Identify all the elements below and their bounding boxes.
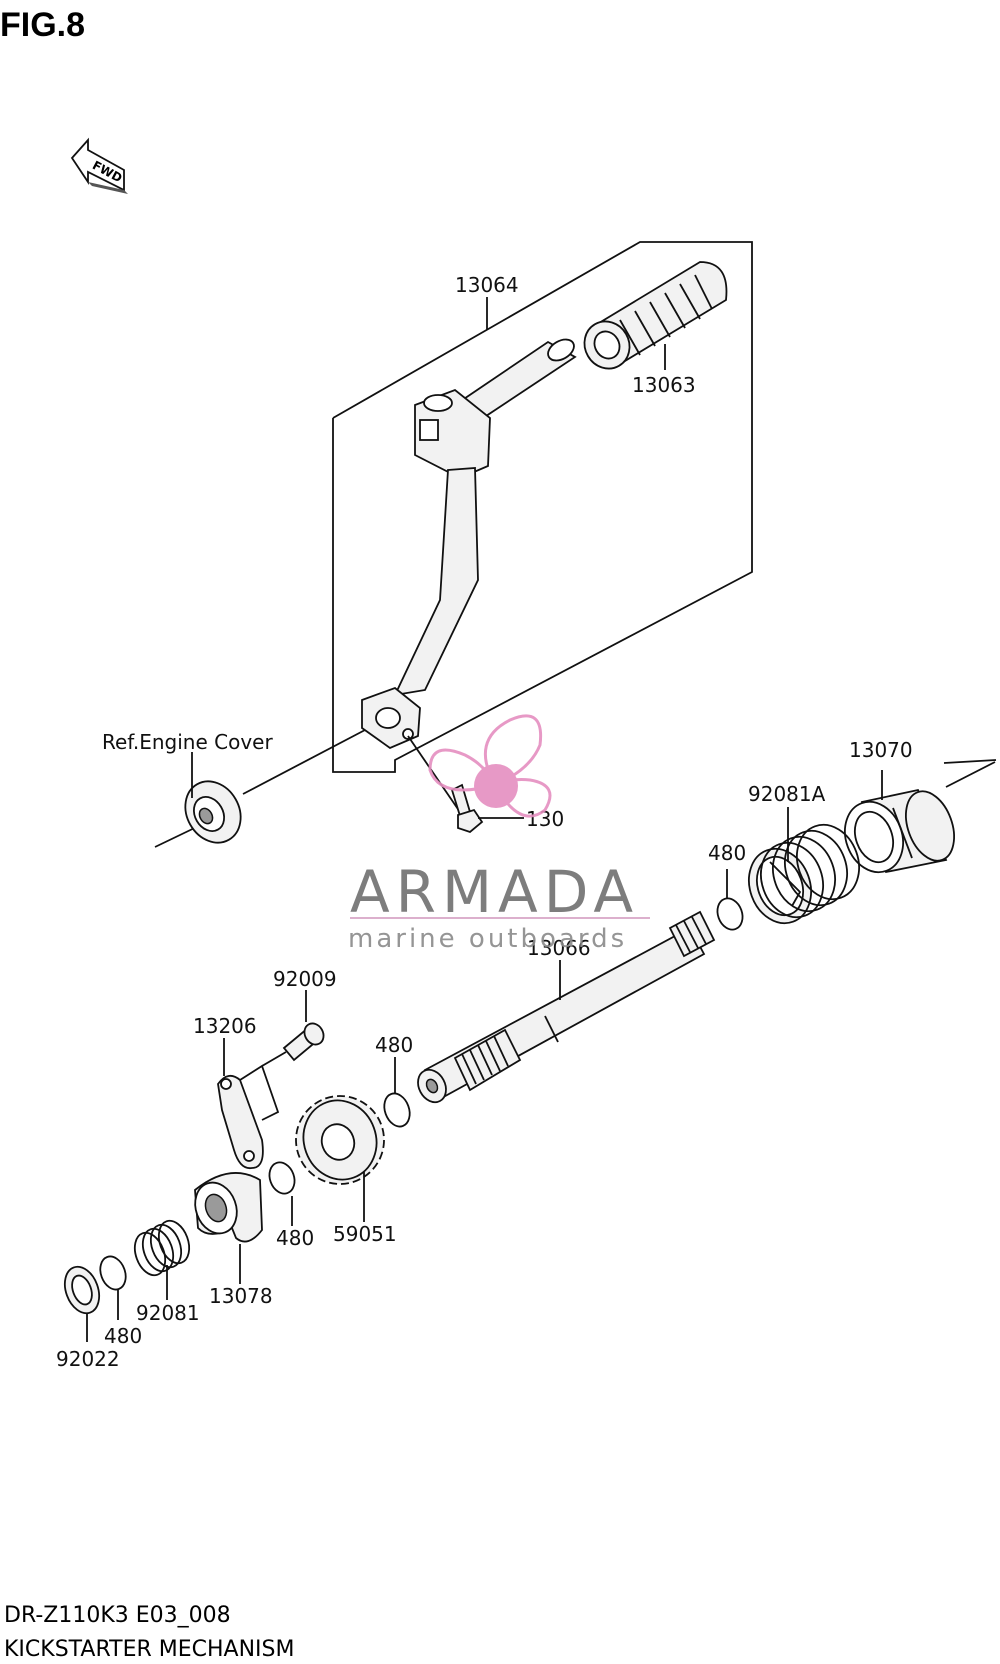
- label-13063: 13063: [632, 373, 696, 397]
- label-92081A: 92081A: [748, 782, 826, 806]
- label-13064: 13064: [455, 273, 519, 297]
- kick-gear: [295, 1095, 385, 1185]
- fwd-arrow-icon: FWD: [70, 137, 128, 194]
- watermark-tagline: marine outboards: [348, 924, 627, 954]
- model-code: DR-Z110K3 E03_008: [4, 1603, 231, 1628]
- pedal-rubber: [583, 261, 728, 370]
- label-480-end: 480: [104, 1324, 142, 1348]
- label-13070: 13070: [849, 738, 913, 762]
- pin: [261, 1022, 325, 1067]
- circlip-lower: [268, 1161, 296, 1195]
- label-92009: 92009: [273, 967, 337, 991]
- label-13206: 13206: [193, 1014, 257, 1038]
- watermark-brand: ARMADA: [350, 858, 639, 926]
- armada-watermark: ARMADA marine outboards: [348, 714, 650, 954]
- circlip-end: [99, 1255, 127, 1291]
- kick-spring-a: [748, 823, 860, 925]
- spring: [133, 1219, 191, 1277]
- label-480-lower: 480: [276, 1226, 314, 1250]
- label-92022: 92022: [56, 1347, 120, 1371]
- label-480-upper: 480: [708, 841, 746, 865]
- label-480-mid: 480: [375, 1033, 413, 1057]
- guide-sleeve: [844, 788, 955, 874]
- circlip-mid: [383, 1092, 411, 1128]
- label-ref-engine-cover: Ref.Engine Cover: [102, 730, 273, 754]
- section-name: KICKSTARTER MECHANISM: [4, 1637, 294, 1662]
- kick-pedal: [361, 338, 577, 750]
- kick-shaft: [417, 910, 716, 1104]
- label-92081: 92081: [136, 1301, 200, 1325]
- ratchet: [194, 1172, 263, 1243]
- washer: [63, 1265, 101, 1315]
- leader-lines: [86, 297, 883, 1342]
- label-59051: 59051: [333, 1222, 397, 1246]
- oil-seal: [184, 780, 242, 844]
- circlip-upper: [716, 897, 744, 931]
- stopper-plate: [217, 1064, 280, 1170]
- figure-title: FIG.8: [0, 6, 85, 44]
- label-13078: 13078: [209, 1284, 273, 1308]
- assembly-outline: [332, 241, 753, 773]
- bolt: [407, 735, 484, 834]
- label-13066: 13066: [527, 936, 591, 960]
